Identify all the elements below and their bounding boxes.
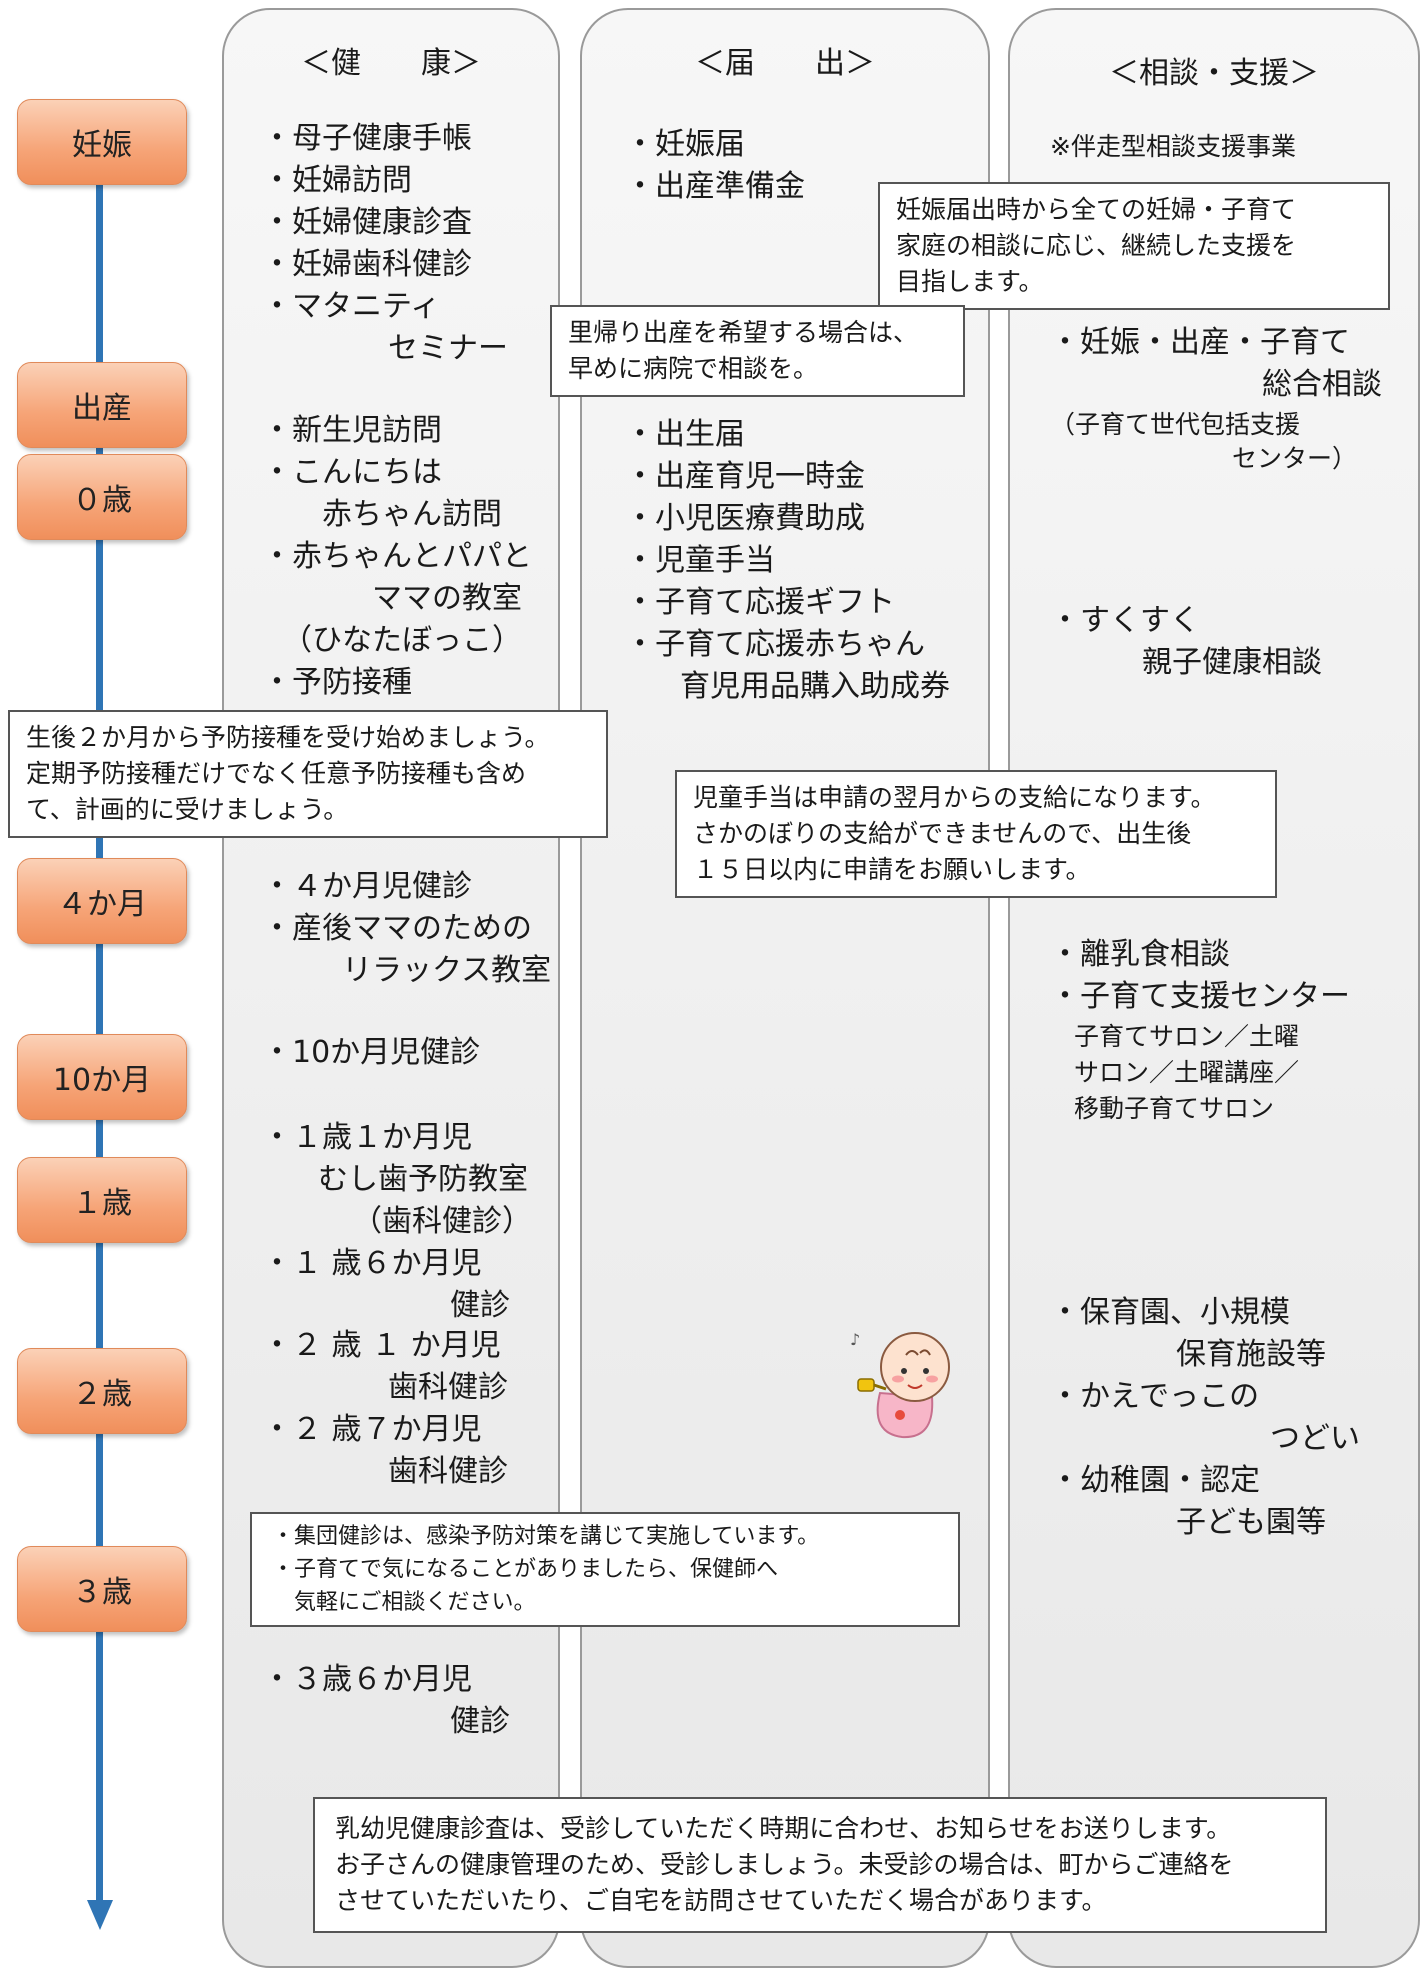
consult-item: 親子健康相談 [1142, 645, 1322, 680]
stage-4months: ４か月 [17, 858, 187, 944]
notify-column-title: ＜届 出＞ [695, 46, 875, 81]
consult-header: ※伴走型相談支援事業 [1050, 132, 1296, 161]
health-column: ＜健 康＞ [222, 8, 560, 1968]
consult-item: ・保育園、小規模 [1050, 1295, 1290, 1330]
baby-illustration-icon: ♪ [850, 1330, 950, 1439]
health-item: ・妊婦訪問 [262, 163, 412, 198]
health-item: ・妊婦歯科健診 [262, 247, 472, 282]
health-item: ・１ 歳６か月児 [262, 1246, 482, 1281]
notify-item: ・小児医療費助成 [625, 501, 865, 536]
consult-item: ・かえでっこの [1050, 1379, 1260, 1414]
health-item: 歯科健診 [388, 1370, 508, 1405]
health-item: ・新生児訪問 [262, 413, 442, 448]
notify-item: ・出産準備金 [625, 169, 805, 204]
notify-item: ・妊娠届 [625, 127, 745, 162]
consult-item: ・子育て支援センター [1050, 979, 1350, 1014]
consult-item-note: 子育てサロン／土曜 [1074, 1022, 1300, 1051]
notify-item: ・児童手当 [625, 543, 775, 578]
consult-item: つどい [1270, 1421, 1360, 1456]
consult-item: 保育施設等 [1176, 1337, 1326, 1372]
consult-support-note: 妊娠届出時から全ての妊婦・子育て 家庭の相談に応じ、継続した支援を 目指します。 [878, 182, 1390, 310]
health-item: ・こんにちは [262, 455, 442, 490]
notify-item: ・子育て応援ギフト [625, 585, 895, 620]
health-item: ・赤ちゃんとパパと [262, 539, 532, 574]
consult-item-note: センター） [1232, 444, 1358, 473]
stage-age3: ３歳 [17, 1546, 187, 1632]
health-item: 健診 [450, 1704, 510, 1739]
health-item: むし歯予防教室 [318, 1162, 528, 1197]
health-item: ・妊婦健康診査 [262, 205, 472, 240]
consult-item: 子ども園等 [1176, 1505, 1326, 1540]
notify-item: ・出生届 [625, 417, 745, 452]
consult-item: ・妊娠・出産・子育て [1050, 325, 1350, 360]
infant-checkup-note: 乳幼児健康診査は、受診していただく時期に合わせ、お知らせをお送りします。 お子さ… [313, 1797, 1327, 1933]
child-allowance-note: 児童手当は申請の翌月からの支給になります。 さかのぼりの支給ができませんので、出… [675, 770, 1277, 898]
health-item: ・２ 歳７か月児 [262, 1412, 482, 1447]
health-item: ・２ 歳 １ か月児 [262, 1328, 501, 1363]
health-item: ・産後ママのための [262, 911, 532, 946]
health-item: リラックス教室 [342, 953, 552, 988]
consult-item-note: 移動子育てサロン [1074, 1094, 1275, 1123]
notify-item: ・子育て応援赤ちゃん [625, 627, 925, 662]
consult-item: ・離乳食相談 [1050, 937, 1230, 972]
health-item: 歯科健診 [388, 1454, 508, 1489]
homebirth-note: 里帰り出産を希望する場合は、 早めに病院で相談を。 [550, 305, 965, 397]
notify-item: ・出産育児一時金 [625, 459, 865, 494]
health-item: ・１歳１か月児 [262, 1120, 472, 1155]
health-item: ・10か月児健診 [262, 1035, 481, 1070]
consult-item: ・すくすく [1050, 603, 1200, 638]
stage-birth: 出産 [17, 362, 187, 448]
health-item: ・マタニティ [262, 289, 441, 324]
group-checkup-note: ・集団健診は、感染予防対策を講じて実施しています。 ・子育てで気になることがあり… [250, 1512, 960, 1627]
health-item: 健診 [450, 1288, 510, 1323]
health-item: セミナー [388, 331, 508, 366]
health-item: 赤ちゃん訪問 [322, 497, 502, 532]
consult-item-note: サロン／土曜講座／ [1074, 1058, 1300, 1087]
consult-item: 総合相談 [1262, 367, 1382, 402]
consult-item-note: （子育て世代包括支援 [1050, 410, 1301, 439]
stage-pregnancy: 妊娠 [17, 99, 187, 185]
health-item: ・４か月児健診 [262, 869, 472, 904]
health-item: ママの教室 [372, 581, 522, 616]
timeline-arrow-icon [87, 1900, 113, 1930]
notify-item: 育児用品購入助成券 [680, 669, 950, 704]
health-item: ・母子健康手帳 [262, 121, 472, 156]
consult-column-title: ＜相談・支援＞ [1109, 56, 1319, 91]
health-item: ・３歳６か月児 [262, 1662, 472, 1697]
health-item: （ひなたぼっこ） [282, 623, 522, 658]
vaccination-note: 生後２か月から予防接種を受け始めましょう。 定期予防接種だけでなく任意予防接種も… [8, 710, 608, 838]
stage-age2: ２歳 [17, 1348, 187, 1434]
consult-column: ＜相談・支援＞ [1008, 8, 1420, 1968]
svg-text:♪: ♪ [850, 1330, 860, 1349]
health-column-title: ＜健 康＞ [301, 46, 481, 81]
stage-age1: １歳 [17, 1157, 187, 1243]
stage-age0: ０歳 [17, 454, 187, 540]
consult-item: ・幼稚園・認定 [1050, 1463, 1260, 1498]
health-item: （歯科健診） [352, 1204, 532, 1239]
stage-10months: 10か月 [17, 1034, 187, 1120]
health-item: ・予防接種 [262, 665, 412, 700]
